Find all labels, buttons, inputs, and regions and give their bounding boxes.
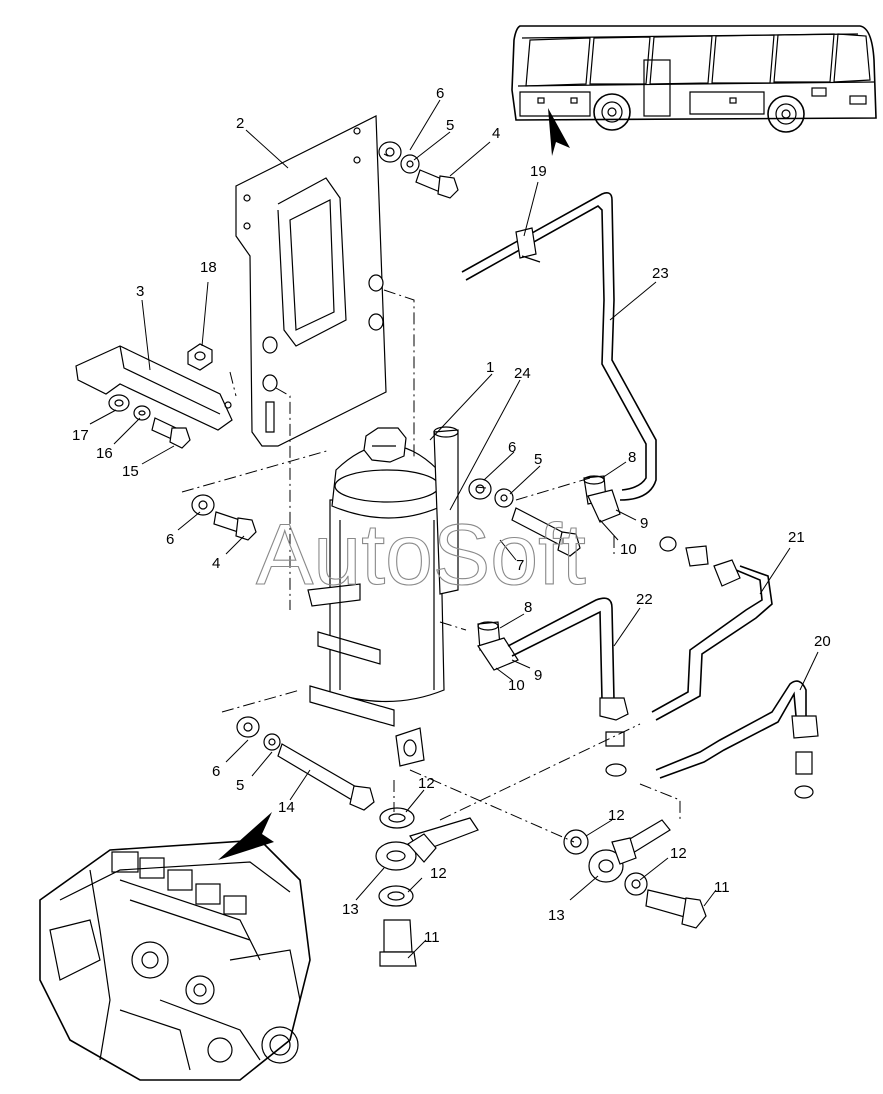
- callout-12b: 12: [608, 807, 625, 824]
- callout-1: 1: [486, 359, 494, 376]
- plate-fasteners-top: [378, 141, 459, 199]
- callout-12d: 12: [430, 865, 447, 882]
- callout-18: 18: [200, 259, 217, 276]
- callout-6d: 6: [212, 763, 220, 780]
- assembly-lines: [181, 153, 681, 843]
- bus-rear-wheel: [767, 95, 805, 133]
- callout-6a: 6: [436, 85, 444, 102]
- pipe-21: [651, 536, 773, 721]
- callout-9b: 9: [534, 667, 542, 684]
- callout-10a: 10: [620, 541, 637, 558]
- callout-4a: 4: [492, 125, 500, 142]
- pipe-23: [461, 192, 657, 501]
- callout-17: 17: [72, 427, 89, 444]
- bus-illustration: [511, 25, 877, 133]
- engine-illustration: [39, 839, 311, 1081]
- callout-11a: 11: [714, 879, 730, 896]
- callout-4b: 4: [212, 555, 220, 572]
- callout-22: 22: [636, 591, 653, 608]
- fitting-lower: [477, 621, 519, 671]
- long-bolt-assembly: [236, 716, 375, 811]
- watermark: AutoSoft: [256, 507, 586, 603]
- engine-location-arrow: [218, 812, 274, 860]
- callout-11b: 11: [424, 929, 440, 946]
- callout-8a: 8: [628, 449, 636, 466]
- callout-15: 15: [122, 463, 139, 480]
- plate-fasteners-left: [191, 494, 257, 541]
- fuel-filter-assembly: [307, 426, 459, 767]
- bracket-fasteners: [108, 394, 191, 449]
- callout-5b: 5: [534, 451, 542, 468]
- callout-19: 19: [530, 163, 547, 180]
- callout-24: 24: [514, 365, 531, 382]
- callout-6b: 6: [508, 439, 516, 456]
- callout-5a: 5: [446, 117, 454, 134]
- callout-12c: 12: [670, 845, 687, 862]
- callout-14: 14: [278, 799, 295, 816]
- bus-location-arrow: [548, 108, 570, 156]
- callout-5c: 5: [236, 777, 244, 794]
- callout-3: 3: [136, 283, 144, 300]
- callout-7: 7: [516, 557, 524, 574]
- callout-20: 20: [814, 633, 831, 650]
- filter-fasteners-right: [468, 478, 581, 557]
- leader-lines: [89, 99, 819, 959]
- pipe-22: [507, 597, 629, 777]
- callout-2: 2: [236, 115, 244, 132]
- banjo-fitting-left: [375, 807, 479, 967]
- callout-23: 23: [652, 265, 669, 282]
- mounting-plate: [235, 115, 387, 447]
- callout-13a: 13: [342, 901, 359, 918]
- callout-21: 21: [788, 529, 805, 546]
- callout-13b: 13: [548, 907, 565, 924]
- callout-16: 16: [96, 445, 113, 462]
- pipe-20: [655, 680, 819, 799]
- bus-front-wheel: [593, 93, 631, 131]
- callout-12a: 12: [418, 775, 435, 792]
- flange-nut: [187, 343, 213, 371]
- callout-8b: 8: [524, 599, 532, 616]
- callout-10b: 10: [508, 677, 525, 694]
- callout-9a: 9: [640, 515, 648, 532]
- banjo-fitting-right: [563, 819, 707, 929]
- angle-bracket: [75, 345, 233, 431]
- callout-labels: 1 2 3 4 4 5 5 5 6 6 6 6 7 8 8 9 9 10 10 …: [72, 85, 831, 946]
- callout-6c: 6: [166, 531, 174, 548]
- fitting-upper: [583, 475, 621, 523]
